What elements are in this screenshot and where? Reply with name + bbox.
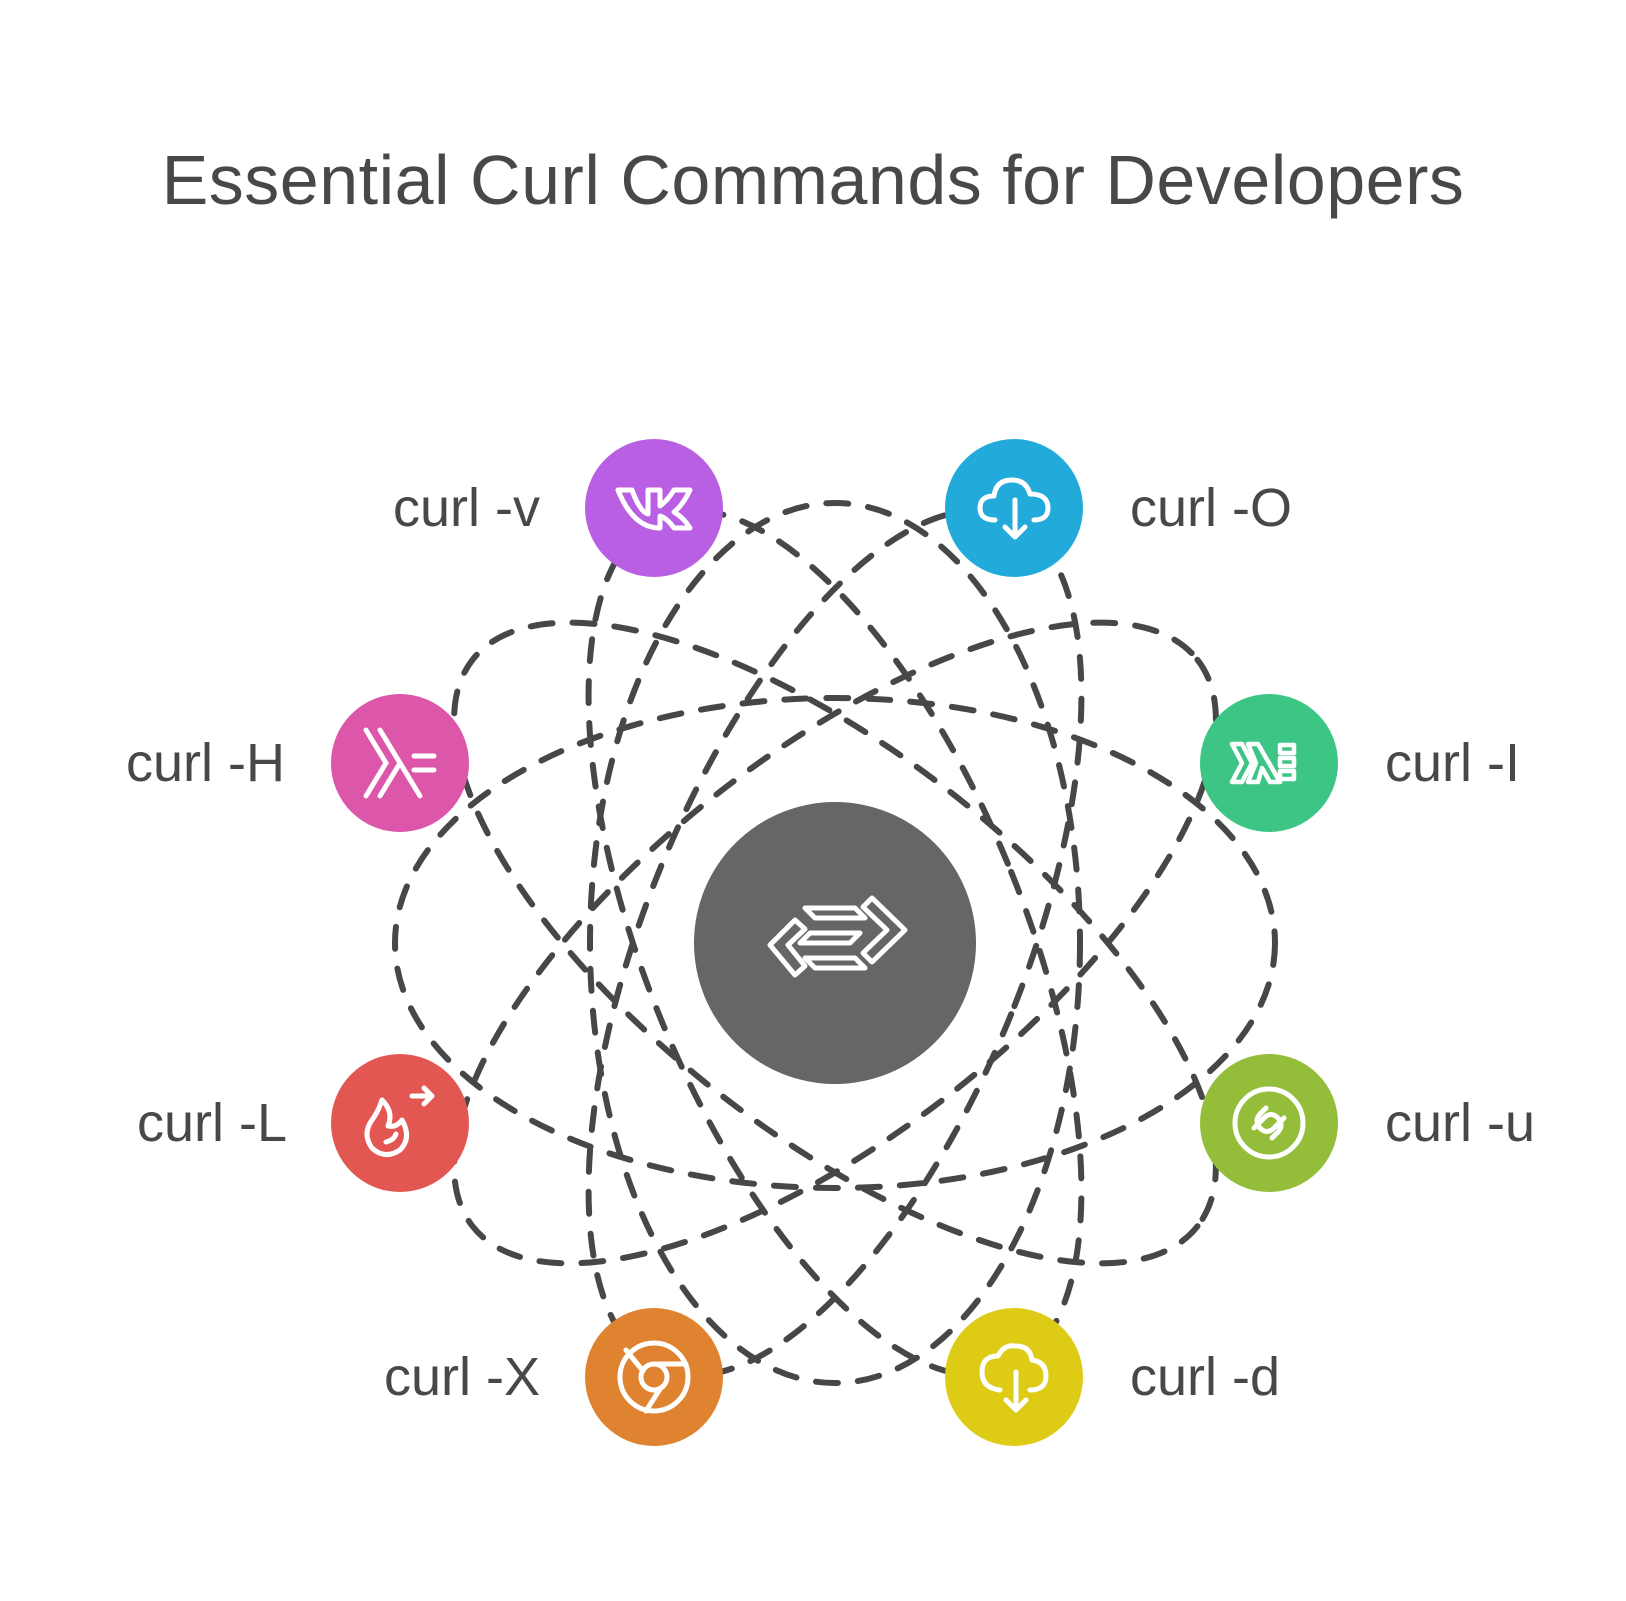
page-title: Essential Curl Commands for Developers — [161, 141, 1465, 219]
vk-logo-icon — [615, 487, 693, 531]
hexlet-chevrons-icon — [1229, 741, 1297, 785]
center-node — [694, 802, 976, 1084]
node-I[interactable] — [1200, 694, 1338, 832]
node-label-I: curl -I — [1385, 733, 1520, 793]
node-label-u: curl -u — [1385, 1093, 1536, 1153]
node-v[interactable] — [585, 439, 723, 577]
chrome-logo-icon — [617, 1340, 691, 1414]
node-label-H: curl -H — [126, 733, 285, 793]
orbit-diagonal-a — [451, 619, 1219, 1267]
cloud-download-icon — [979, 1343, 1049, 1413]
node-label-X: curl -X — [383, 1347, 540, 1407]
cloud-download-icon — [977, 477, 1051, 540]
node-label-d: curl -d — [1130, 1347, 1281, 1407]
orbit-vertical — [587, 500, 1083, 1386]
node-H[interactable] — [331, 694, 469, 832]
node-X[interactable] — [585, 1308, 723, 1446]
node-u[interactable] — [1200, 1054, 1338, 1192]
node-L[interactable] — [331, 1054, 469, 1192]
node-label-L: curl -L — [136, 1093, 287, 1153]
node-label-v: curl -v — [393, 478, 540, 538]
flame-arrow-icon — [364, 1085, 435, 1157]
haskell-lambda-icon — [363, 727, 437, 799]
node-O[interactable] — [945, 439, 1083, 577]
orbit-diagonal-b — [451, 619, 1219, 1267]
circle-link-icon — [1232, 1086, 1306, 1160]
node-label-O: curl -O — [1130, 478, 1292, 538]
code-arrows-icon — [767, 895, 908, 978]
orbit-horizontal — [392, 695, 1278, 1191]
node-d[interactable] — [945, 1308, 1083, 1446]
